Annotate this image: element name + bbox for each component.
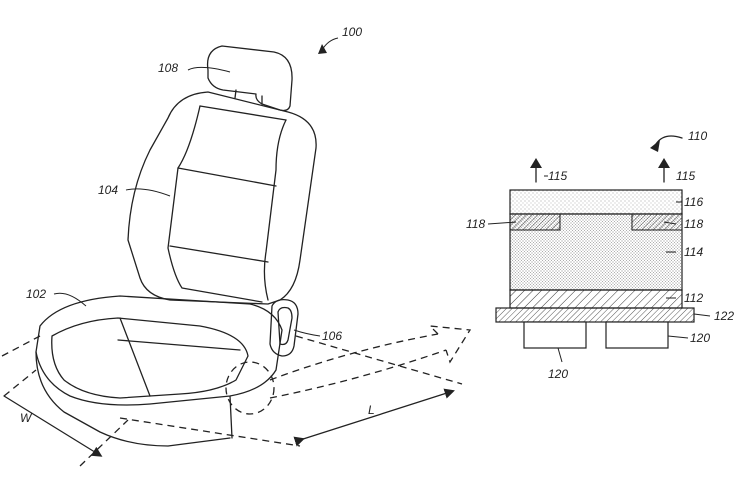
label-module-right: 120	[690, 331, 710, 345]
base-plate	[495, 307, 695, 323]
pointer-arrow-icon	[650, 140, 660, 152]
airflow-up-arrow	[658, 158, 670, 183]
label-length: L	[368, 403, 375, 417]
seat-cushion	[35, 295, 283, 406]
label-seat-cushion: 102	[26, 287, 46, 301]
label-insert-left: 118	[466, 217, 485, 231]
label-bottom-layer: 112	[684, 291, 703, 305]
dimension-lines	[1, 335, 463, 467]
label-airflow-right: 115	[676, 169, 695, 183]
panel-stack	[495, 135, 695, 349]
module-left	[523, 321, 587, 349]
label-seat-assembly: 100	[342, 25, 362, 39]
label-base-plate: 122	[714, 309, 734, 323]
label-seat-back: 104	[98, 183, 118, 197]
airflow-arrow	[269, 325, 472, 399]
label-module-left: 120	[548, 367, 568, 381]
label-airflow-left: 115	[548, 169, 567, 183]
label-insert-right: 118	[684, 217, 703, 231]
module-right	[605, 321, 669, 349]
label-control-unit: 106	[322, 329, 342, 343]
blower-housing	[225, 361, 275, 415]
label-headrest: 108	[158, 61, 178, 75]
leader-lines	[53, 37, 711, 363]
insert-right	[631, 213, 683, 231]
airflow-up-arrow	[530, 158, 542, 183]
bottom-layer	[509, 289, 683, 309]
headrest	[206, 45, 293, 112]
car-seat	[35, 45, 317, 447]
label-top-layer: 116	[684, 195, 703, 209]
label-panel-assembly: 110	[688, 129, 707, 143]
control-unit	[269, 298, 299, 357]
label-panel-core: 114	[684, 245, 703, 259]
insert-left	[509, 213, 561, 231]
label-width: W	[20, 411, 33, 425]
top-layer	[509, 189, 683, 215]
seat-back	[127, 91, 317, 305]
